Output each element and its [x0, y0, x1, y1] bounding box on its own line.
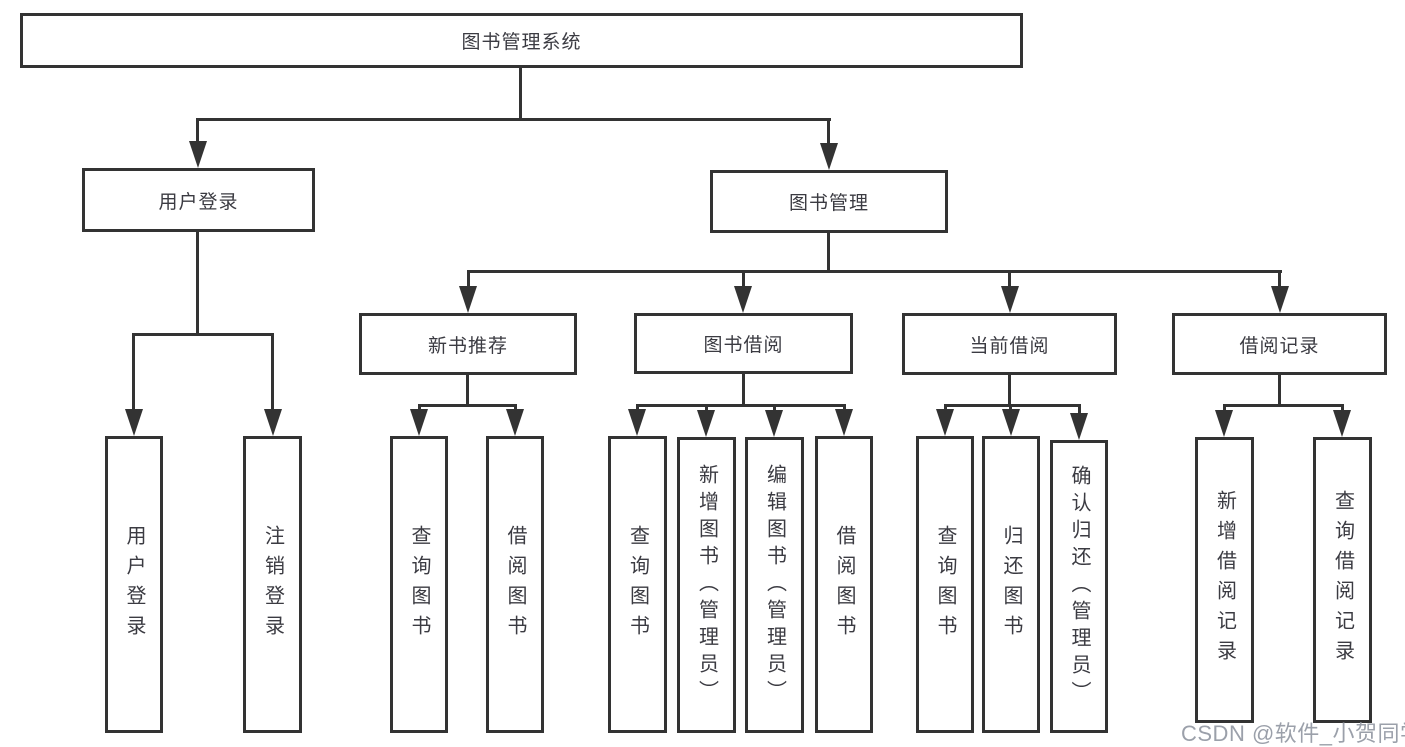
arrow-down-icon	[459, 286, 477, 313]
node-bb-query-books-label: 查询图书	[626, 524, 649, 645]
arrow-down-icon	[734, 286, 752, 313]
connector-line	[636, 404, 846, 407]
connector-line	[196, 118, 199, 146]
connector-line	[742, 374, 745, 407]
connector-line	[1223, 404, 1226, 413]
connector-line	[1008, 375, 1011, 407]
node-bb-borrow-books-label: 借阅图书	[833, 524, 855, 645]
arrow-down-icon	[628, 409, 646, 436]
arrow-down-icon	[506, 409, 524, 436]
connector-line	[944, 404, 1081, 407]
node-logout-leaf: 注销登录	[243, 436, 302, 733]
arrow-down-icon	[1333, 410, 1351, 437]
connector-line	[132, 333, 135, 413]
connector-line	[418, 404, 517, 407]
node-new-book-recommend: 新书推荐	[359, 313, 577, 375]
node-cb-confirm-return: 确认归还（管理员）	[1050, 440, 1108, 733]
connector-line	[1008, 270, 1011, 290]
node-user-login-group: 用户登录	[82, 168, 315, 232]
node-current-borrowing-label: 当前借阅	[969, 335, 1050, 357]
connector-line	[773, 404, 776, 413]
node-bb-add-books-label: 新增图书（管理员）	[695, 463, 718, 707]
arrow-down-icon	[1002, 409, 1020, 436]
node-br-query-record-label: 查询借阅记录	[1331, 490, 1354, 670]
node-user-login-leaf: 用户登录	[105, 436, 163, 733]
connector-line	[196, 232, 199, 336]
connector-line	[827, 118, 830, 148]
connector-line	[418, 404, 421, 413]
node-user-login-group-label: 用户登录	[158, 191, 239, 213]
node-nb-borrow-books: 借阅图书	[486, 436, 544, 733]
connector-line	[705, 404, 708, 413]
connector-line	[1278, 375, 1281, 407]
node-cb-return-books-label: 归还图书	[1000, 524, 1022, 645]
node-borrowing-records: 借阅记录	[1172, 313, 1387, 375]
arrow-down-icon	[1215, 410, 1233, 437]
node-bb-query-books: 查询图书	[608, 436, 667, 733]
connector-line	[742, 270, 745, 290]
connector-line	[1278, 270, 1281, 290]
node-bb-borrow-books: 借阅图书	[815, 436, 873, 733]
node-nb-query-books-label: 查询图书	[408, 524, 430, 645]
node-borrowing-records-label: 借阅记录	[1239, 335, 1320, 357]
connector-line	[636, 404, 639, 413]
arrow-down-icon	[765, 410, 783, 437]
arrow-down-icon	[125, 409, 143, 436]
node-root: 图书管理系统	[20, 13, 1023, 68]
csdn-watermark: CSDN @软件_小贺同学	[1181, 721, 1405, 746]
arrow-down-icon	[410, 409, 428, 436]
connector-line	[271, 333, 274, 413]
node-book-borrowing: 图书借阅	[634, 313, 853, 374]
arrow-down-icon	[189, 141, 207, 168]
connector-line	[514, 404, 517, 413]
connector-line	[944, 404, 947, 413]
node-cb-return-books: 归还图书	[982, 436, 1040, 733]
node-logout-leaf-label: 注销登录	[261, 524, 284, 645]
connector-line	[466, 375, 469, 407]
node-nb-query-books: 查询图书	[390, 436, 448, 733]
connector-line	[132, 333, 274, 336]
arrow-down-icon	[1271, 286, 1289, 313]
node-br-add-record: 新增借阅记录	[1195, 437, 1254, 723]
connector-line	[1223, 404, 1344, 407]
node-book-management-group-label: 图书管理	[788, 193, 869, 214]
connector-line	[467, 270, 470, 290]
node-bb-add-books: 新增图书（管理员）	[677, 437, 736, 733]
node-bb-edit-books-label: 编辑图书（管理员）	[763, 463, 786, 707]
connector-line	[843, 404, 846, 413]
arrow-down-icon	[264, 409, 282, 436]
node-root-label: 图书管理系统	[461, 32, 582, 53]
node-br-query-record: 查询借阅记录	[1313, 437, 1372, 723]
node-book-borrowing-label: 图书借阅	[703, 335, 784, 356]
node-br-add-record-label: 新增借阅记录	[1213, 490, 1236, 670]
node-cb-confirm-return-label: 确认归还（管理员）	[1068, 465, 1090, 708]
arrow-down-icon	[697, 410, 715, 437]
arrow-down-icon	[1070, 413, 1088, 440]
node-new-book-recommend-label: 新书推荐	[427, 335, 508, 357]
arrow-down-icon	[936, 409, 954, 436]
node-cb-query-books: 查询图书	[916, 436, 974, 733]
node-cb-query-books-label: 查询图书	[934, 524, 956, 645]
node-user-login-leaf-label: 用户登录	[123, 524, 145, 645]
arrow-down-icon	[820, 143, 838, 170]
connector-line	[519, 68, 522, 121]
connector-line	[1078, 404, 1081, 414]
node-bb-edit-books: 编辑图书（管理员）	[745, 437, 804, 733]
node-nb-borrow-books-label: 借阅图书	[504, 524, 526, 645]
arrow-down-icon	[1001, 286, 1019, 313]
node-book-management-group: 图书管理	[710, 170, 948, 233]
connector-line	[467, 270, 1282, 273]
connector-line	[197, 118, 831, 121]
arrow-down-icon	[835, 409, 853, 436]
node-current-borrowing: 当前借阅	[902, 313, 1117, 375]
connector-line	[827, 233, 830, 273]
connector-line	[1009, 404, 1012, 413]
connector-line	[1341, 404, 1344, 413]
